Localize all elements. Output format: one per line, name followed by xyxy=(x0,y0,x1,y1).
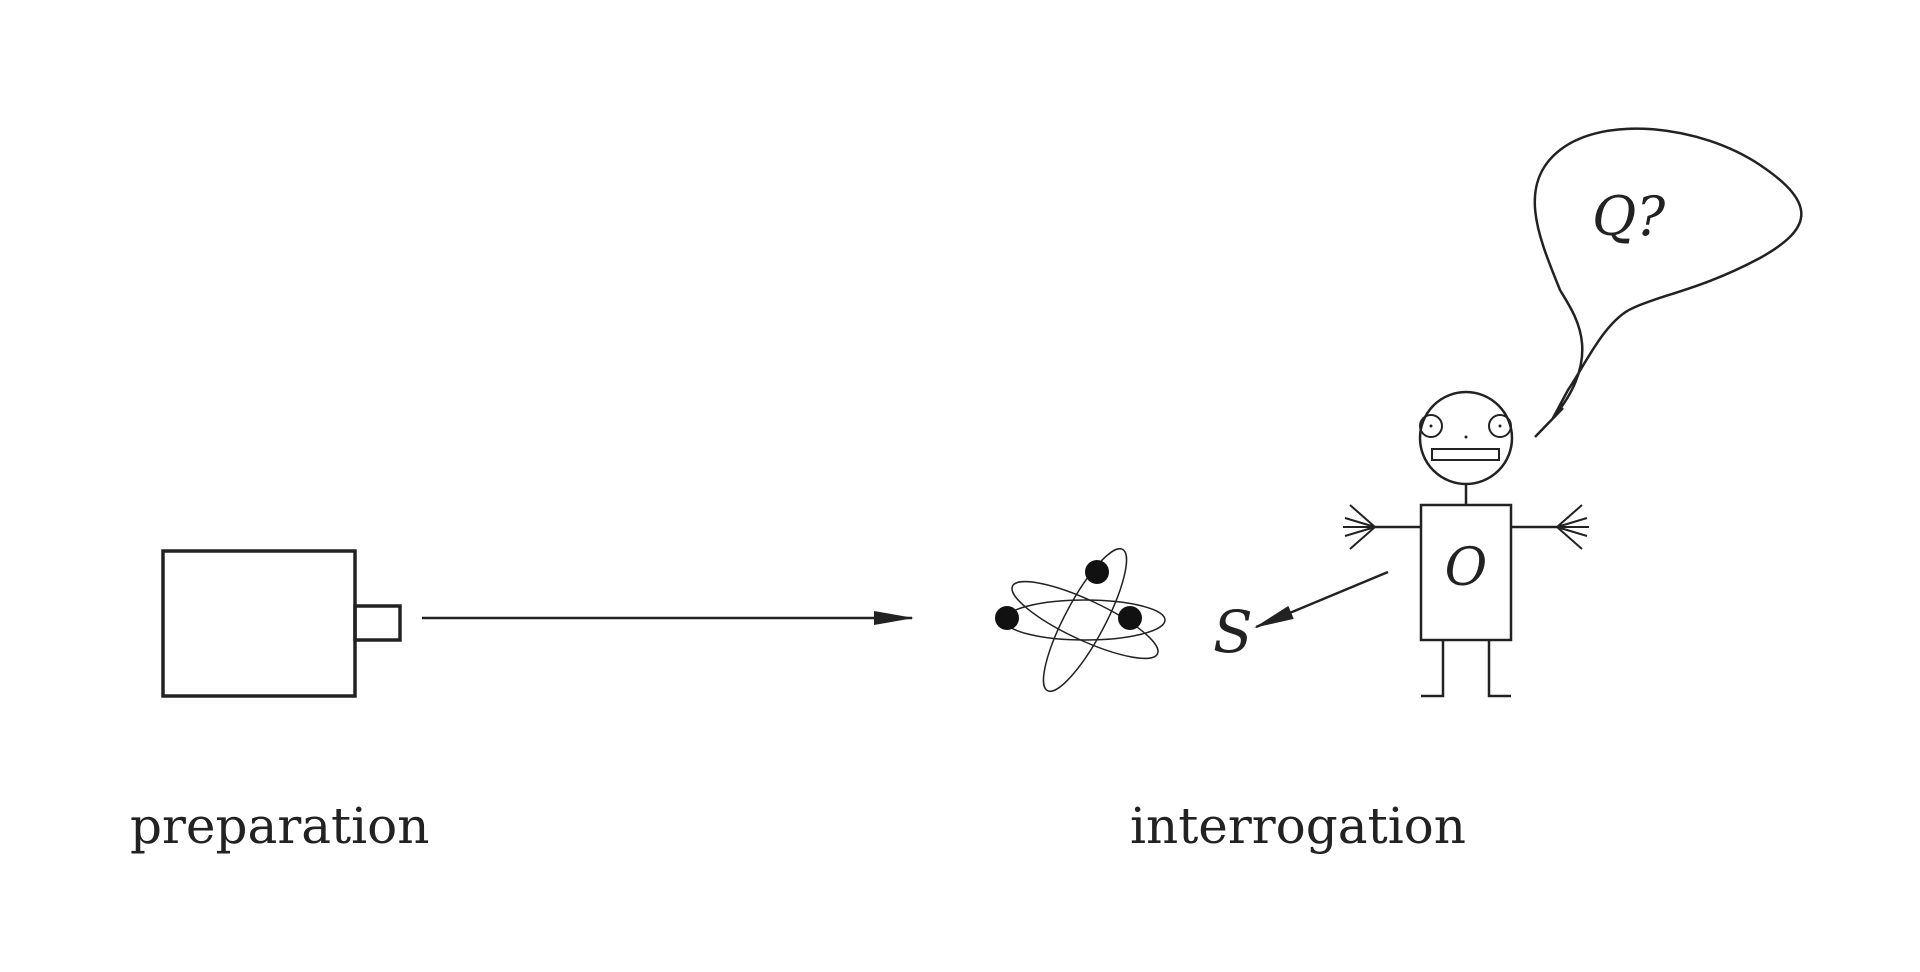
preparation-caption: preparation xyxy=(130,797,429,855)
observer-label: O xyxy=(1445,538,1488,598)
observer-left-leg xyxy=(1421,640,1445,698)
observer-right-eye xyxy=(1488,414,1512,438)
observer-right-pupil xyxy=(1498,424,1502,428)
interrogation-caption: interrogation xyxy=(1130,797,1466,855)
observer-nose xyxy=(1464,435,1468,439)
observer-right-leg xyxy=(1487,640,1511,698)
observer-left-pupil xyxy=(1429,424,1433,428)
speech-bubble: Q? xyxy=(1533,127,1803,438)
observer-left-eye xyxy=(1419,414,1443,438)
atom-electron xyxy=(995,606,1019,630)
speech-bubble-tail xyxy=(1534,407,1564,438)
observer-left-hand xyxy=(1343,504,1376,550)
question-label: Q? xyxy=(1592,185,1666,248)
preparation-device xyxy=(161,549,402,698)
observer-figure: O xyxy=(1343,390,1589,698)
atom-orbit xyxy=(1042,547,1128,693)
system-label: S xyxy=(1213,598,1253,666)
atom-electron xyxy=(1085,560,1109,584)
atom-icon xyxy=(995,547,1166,693)
speech-bubble-outline xyxy=(1533,127,1803,420)
observer-right-hand xyxy=(1556,504,1589,550)
atom-orbit xyxy=(1011,580,1159,660)
atom-electron xyxy=(1118,606,1142,630)
device-body xyxy=(161,549,357,698)
observer-mouth xyxy=(1431,448,1500,461)
observer-body xyxy=(1419,503,1513,642)
device-nozzle xyxy=(353,604,402,642)
observer-to-system-arrow xyxy=(1254,570,1389,629)
